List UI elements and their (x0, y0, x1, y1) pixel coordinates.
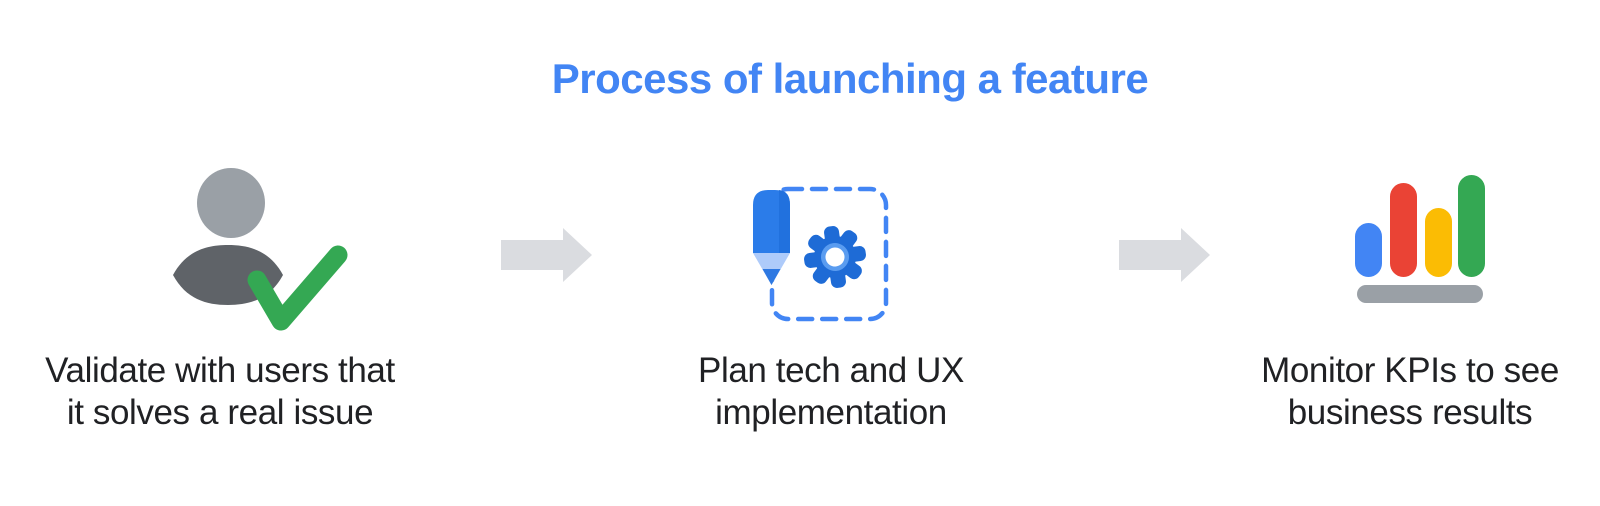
bar-green (1458, 175, 1485, 277)
step-label-line: Monitor KPIs to see (1261, 351, 1559, 390)
gear-icon (804, 226, 866, 288)
step-label-plan: Plan tech and UX implementation (611, 350, 1051, 434)
user-check-icon (173, 168, 348, 331)
step-label-line: it solves a real issue (66, 393, 374, 432)
arrow-right-icon (501, 228, 592, 282)
step-label-monitor: Monitor KPIs to see business results (1190, 350, 1600, 434)
step-label-line: Validate with users that (45, 351, 395, 390)
page-title: Process of launching a feature (551, 55, 1149, 102)
bar-chart-base (1357, 285, 1483, 303)
pencil-icon (753, 190, 790, 285)
step-label-validate: Validate with users that it solves a rea… (0, 350, 440, 434)
step-label-line: Plan tech and UX (698, 351, 964, 390)
person-head (197, 168, 265, 238)
check-mark-icon (247, 245, 348, 331)
bar-chart-icon (1355, 175, 1485, 303)
arrow-shape (1119, 228, 1210, 282)
arrow-right-icon (1119, 228, 1210, 282)
bar-yellow (1425, 208, 1452, 277)
pencil-gear-icon (753, 186, 889, 322)
step-label-line: business results (1287, 393, 1533, 432)
arrow-shape (501, 228, 592, 282)
step-label-line: implementation (715, 393, 947, 432)
bar-red (1390, 183, 1417, 277)
bar-blue (1355, 223, 1382, 277)
